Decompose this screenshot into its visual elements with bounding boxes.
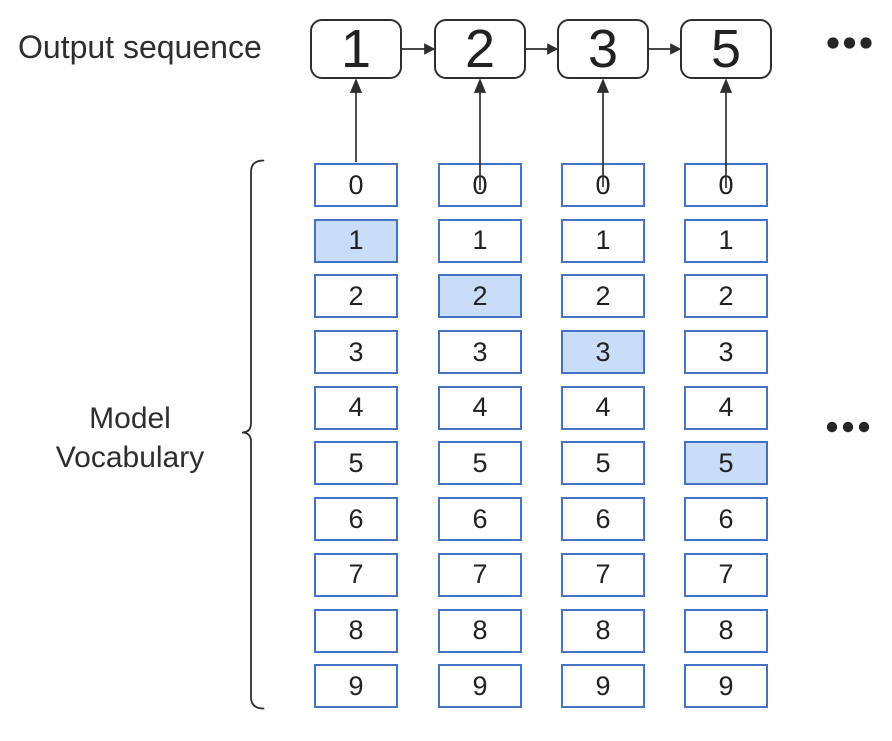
vocab-cell: 7 bbox=[684, 552, 768, 597]
right-arrow-icon bbox=[649, 43, 682, 55]
output-token-value: 1 bbox=[340, 19, 372, 79]
vocab-cell: 8 bbox=[314, 608, 398, 653]
vocab-cell-selected: 3 bbox=[561, 330, 645, 375]
vocab-cell: 1 bbox=[684, 218, 768, 263]
vocab-cell: 3 bbox=[438, 330, 522, 375]
vocab-cell: 1 bbox=[438, 218, 522, 263]
output-token-value: 5 bbox=[710, 19, 742, 79]
vocab-cell: 6 bbox=[561, 497, 645, 542]
vocab-cell: 6 bbox=[684, 497, 768, 542]
right-arrow-icon bbox=[526, 43, 559, 55]
vocab-cell: 2 bbox=[561, 274, 645, 319]
output-token-value: 3 bbox=[587, 19, 619, 79]
vocab-cell: 9 bbox=[561, 664, 645, 709]
vocab-cell: 6 bbox=[438, 497, 522, 542]
vocab-cell-selected: 5 bbox=[684, 441, 768, 486]
output-token-box: 3 bbox=[557, 19, 649, 79]
ellipsis-icon bbox=[826, 421, 870, 433]
vocab-cell-selected: 2 bbox=[438, 274, 522, 319]
vocab-column: 0 1 2 3 4 5 6 7 8 9 bbox=[314, 163, 398, 709]
curly-brace-icon bbox=[241, 159, 265, 710]
vocab-cell: 0 bbox=[561, 163, 645, 207]
vocab-cell: 6 bbox=[314, 497, 398, 542]
vocab-cell: 8 bbox=[438, 608, 522, 653]
vocab-cell: 5 bbox=[314, 441, 398, 486]
vocab-cell: 2 bbox=[684, 274, 768, 319]
vocab-cell: 3 bbox=[314, 330, 398, 375]
model-vocabulary-label-line2: Vocabulary bbox=[55, 441, 205, 474]
vocab-column: 0 1 2 3 4 5 6 7 8 9 bbox=[438, 163, 522, 709]
output-token-box: 5 bbox=[680, 19, 772, 79]
vocab-cell: 1 bbox=[561, 218, 645, 263]
vocab-cell: 4 bbox=[314, 385, 398, 430]
up-arrow-icon bbox=[349, 78, 363, 162]
vocab-cell: 4 bbox=[438, 385, 522, 430]
vocab-cell: 0 bbox=[438, 163, 522, 207]
vocab-cell: 8 bbox=[684, 608, 768, 653]
vocab-cell: 7 bbox=[438, 552, 522, 597]
output-token-box: 1 bbox=[310, 19, 402, 79]
vocab-cell: 0 bbox=[684, 163, 768, 207]
vocab-cell: 7 bbox=[561, 552, 645, 597]
vocab-cell-selected: 1 bbox=[314, 218, 398, 263]
vocab-cell: 3 bbox=[684, 330, 768, 375]
vocab-cell: 2 bbox=[314, 274, 398, 319]
output-token-box: 2 bbox=[434, 19, 526, 79]
vocab-cell: 7 bbox=[314, 552, 398, 597]
output-sequence-label: Output sequence bbox=[18, 29, 262, 65]
vocab-cell: 5 bbox=[561, 441, 645, 486]
vocab-cell: 9 bbox=[438, 664, 522, 709]
vocab-column: 0 1 2 3 4 5 6 7 8 9 bbox=[684, 163, 768, 709]
vocab-cell: 0 bbox=[314, 163, 398, 207]
vocab-cell: 9 bbox=[684, 664, 768, 709]
ellipsis-icon bbox=[827, 37, 872, 49]
vocab-cell: 9 bbox=[314, 664, 398, 709]
vocab-cell: 5 bbox=[438, 441, 522, 486]
vocab-cell: 8 bbox=[561, 608, 645, 653]
model-vocabulary-label-line1: Model bbox=[89, 402, 171, 435]
vocab-cell: 4 bbox=[684, 385, 768, 430]
right-arrow-icon bbox=[402, 43, 436, 55]
model-vocabulary-label: Model Vocabulary bbox=[25, 399, 235, 477]
output-token-value: 2 bbox=[464, 19, 496, 79]
vocab-cell: 4 bbox=[561, 385, 645, 430]
vocab-column: 0 1 2 3 4 5 6 7 8 9 bbox=[561, 163, 645, 709]
